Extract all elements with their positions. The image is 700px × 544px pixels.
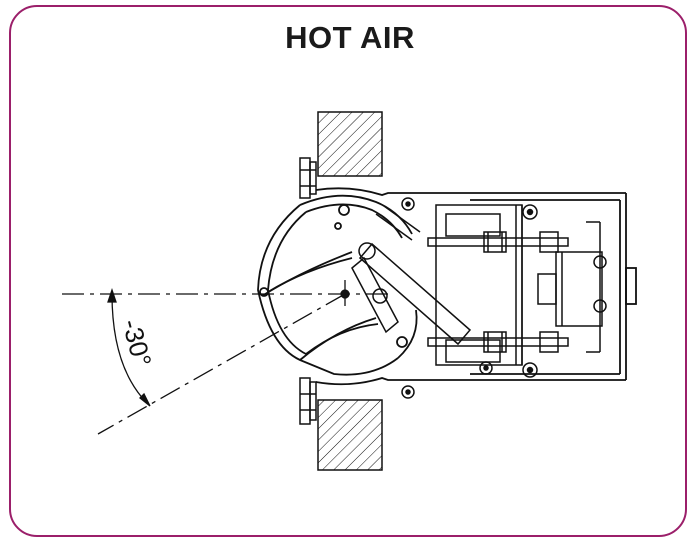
angle-line (97, 293, 346, 435)
angle-arc (107, 287, 151, 407)
frame-bolts (401, 197, 607, 399)
flange-bottom (299, 377, 317, 425)
linkage-arm (351, 205, 472, 346)
wall-top (317, 111, 383, 177)
damper-blade (257, 194, 418, 376)
flange-top (299, 157, 317, 199)
frame-rails (315, 187, 637, 386)
wall-bottom (317, 399, 383, 471)
diagram-title: HOT AIR (285, 20, 415, 55)
threaded-rods (427, 231, 569, 353)
